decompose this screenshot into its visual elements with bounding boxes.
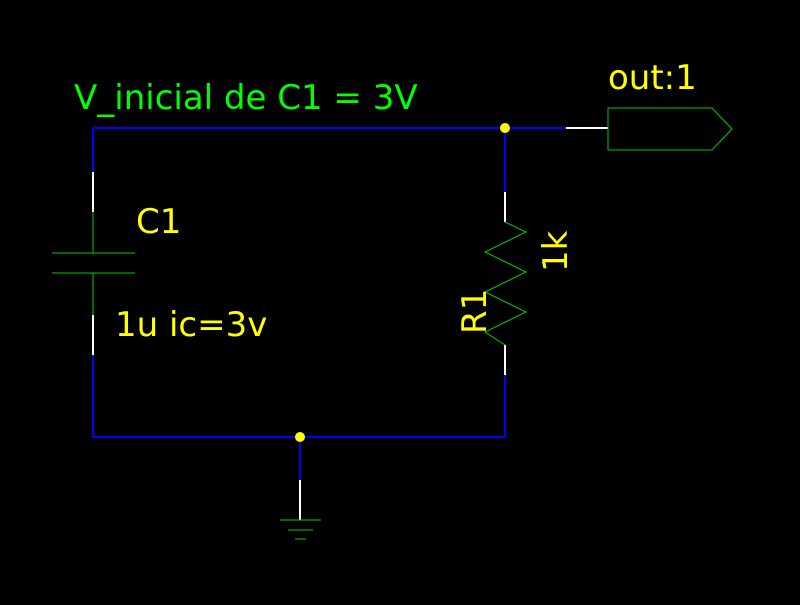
capacitor-designator[interactable]: C1	[136, 202, 181, 242]
junctions	[295, 123, 510, 442]
port-label[interactable]: out:1	[608, 58, 697, 98]
resistor-zigzag	[483, 221, 528, 346]
resistor-designator[interactable]: R1	[455, 289, 495, 334]
junction-top-right	[500, 123, 510, 133]
junction-bottom	[295, 432, 305, 442]
resistor-value[interactable]: 1k	[536, 230, 576, 272]
pins	[92, 127, 608, 520]
ground-symbol[interactable]	[280, 519, 321, 540]
note-text[interactable]: V_inicial de C1 = 3V	[74, 78, 418, 118]
resistor-r1[interactable]	[483, 221, 528, 346]
capacitor-value[interactable]: 1u ic=3v	[115, 305, 267, 345]
port-shape	[607, 107, 733, 151]
capacitor-c1[interactable]	[52, 212, 135, 315]
output-port[interactable]	[607, 107, 733, 151]
